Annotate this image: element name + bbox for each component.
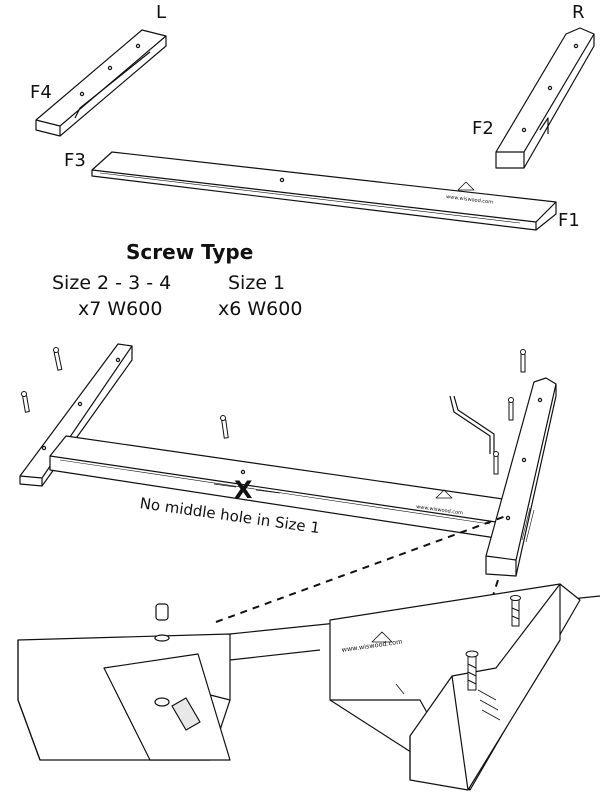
assembly-left-leg bbox=[19, 343, 133, 487]
screw-icon bbox=[53, 347, 63, 371]
part-rail-f1-f3 bbox=[91, 151, 557, 231]
detail-left bbox=[17, 595, 601, 761]
screw-size-col1: Size 2 - 3 - 4 bbox=[52, 272, 172, 294]
label-f1: F1 bbox=[558, 210, 580, 231]
part-right-f2 bbox=[495, 27, 595, 169]
label-right: R bbox=[572, 2, 585, 23]
screw-icon bbox=[220, 415, 229, 439]
screw-qty-col1: x7 W600 bbox=[78, 298, 163, 320]
screw-icon bbox=[520, 349, 526, 373]
screw-icon bbox=[508, 397, 514, 421]
screw-icon bbox=[493, 451, 499, 475]
part-left-f4 bbox=[35, 29, 167, 137]
screw-icons bbox=[21, 347, 526, 475]
label-left: L bbox=[156, 2, 167, 23]
screw-size-col2: Size 1 bbox=[228, 272, 286, 294]
allen-key-icon bbox=[449, 395, 495, 454]
screw-type-title: Screw Type bbox=[126, 240, 254, 264]
screw-icon bbox=[465, 650, 479, 691]
label-f4: F4 bbox=[30, 82, 52, 103]
label-f3: F3 bbox=[64, 150, 86, 171]
label-f2: F2 bbox=[472, 118, 494, 139]
x-mark: X bbox=[234, 476, 253, 504]
screw-icons-detail bbox=[465, 595, 521, 691]
assembly-right-leg bbox=[485, 377, 557, 577]
logo-top: www.wiswood.com bbox=[446, 181, 494, 206]
screw-icon bbox=[510, 595, 521, 627]
detail-right bbox=[329, 583, 581, 791]
screw-qty-col2: x6 W600 bbox=[218, 298, 303, 320]
logo-site-top: www.wiswood.com bbox=[446, 194, 494, 206]
screw-icon bbox=[21, 391, 30, 413]
